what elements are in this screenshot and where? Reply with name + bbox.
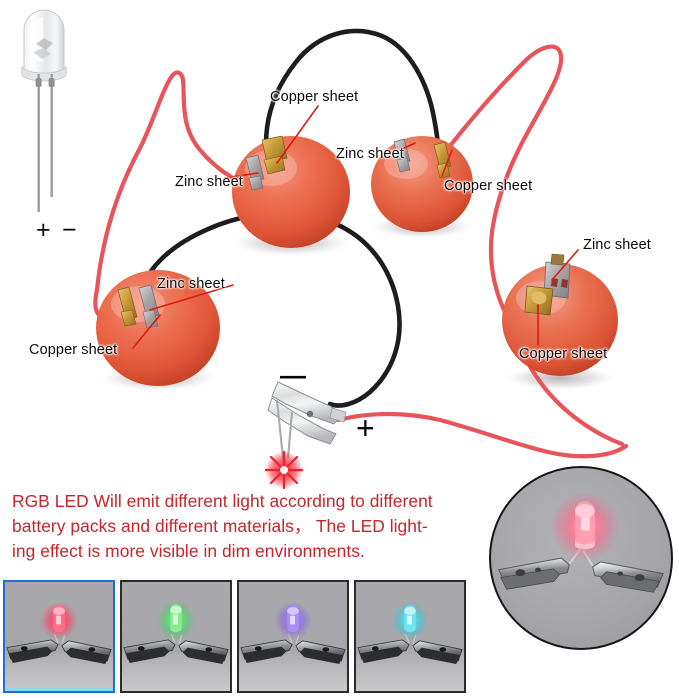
clear-led-component [21, 9, 67, 212]
black-wire-network [139, 28, 441, 408]
alligator-clip [264, 381, 347, 490]
zinc-sheet-electrode-2 [393, 138, 411, 173]
description-line-3: ing effect is more visible in dim enviro… [12, 541, 365, 561]
led-minus-symbol: − [62, 216, 77, 244]
label-zinc-sheet-2: Zinc sheet [336, 146, 404, 162]
annotation-leader-lines [132, 105, 579, 349]
inset-left-clip [498, 557, 570, 590]
thumb-scene-cyan [357, 601, 463, 664]
label-zinc-sheet-3: Zinc sheet [157, 276, 225, 292]
red-wire-network [93, 44, 629, 459]
thumbnail-green-led[interactable] [120, 580, 232, 693]
thumb-scene-red [6, 601, 112, 664]
description-text: RGB LED Will emit different light accord… [12, 489, 482, 564]
tomato-4 [502, 253, 618, 376]
clip-minus-symbol: — [280, 360, 306, 390]
label-copper-sheet-1: Copper sheet [270, 89, 359, 105]
label-copper-sheet-2: Copper sheet [444, 178, 533, 194]
magnified-led-inset[interactable] [489, 466, 673, 650]
thumbnail-purple-led[interactable] [237, 580, 349, 693]
clip-plus-symbol: + [356, 410, 375, 446]
thumbnail-red-led[interactable] [3, 580, 115, 693]
copper-sheet-electrode-3 [117, 286, 138, 327]
thumb-scene-green [123, 600, 229, 664]
thumbnail-strip [3, 580, 466, 693]
copper-sheet-electrode-4 [524, 285, 554, 316]
led-plus-symbol: + [36, 216, 51, 244]
tomato-1 [232, 135, 350, 248]
thumb-scene-purple [240, 601, 346, 664]
zinc-sheet-electrode-1 [245, 154, 265, 191]
description-line-2: battery packs and different materials， T… [12, 516, 428, 536]
thumbnail-cyan-led[interactable] [354, 580, 466, 693]
inset-scene [498, 491, 664, 593]
label-zinc-sheet-1: Zinc sheet [175, 174, 243, 190]
label-zinc-sheet-4: Zinc sheet [583, 237, 651, 253]
inset-right-clip [592, 561, 664, 593]
label-copper-sheet-3: Copper sheet [29, 342, 118, 358]
description-line-1: RGB LED Will emit different light accord… [12, 491, 433, 511]
label-copper-sheet-4: Copper sheet [519, 346, 608, 362]
